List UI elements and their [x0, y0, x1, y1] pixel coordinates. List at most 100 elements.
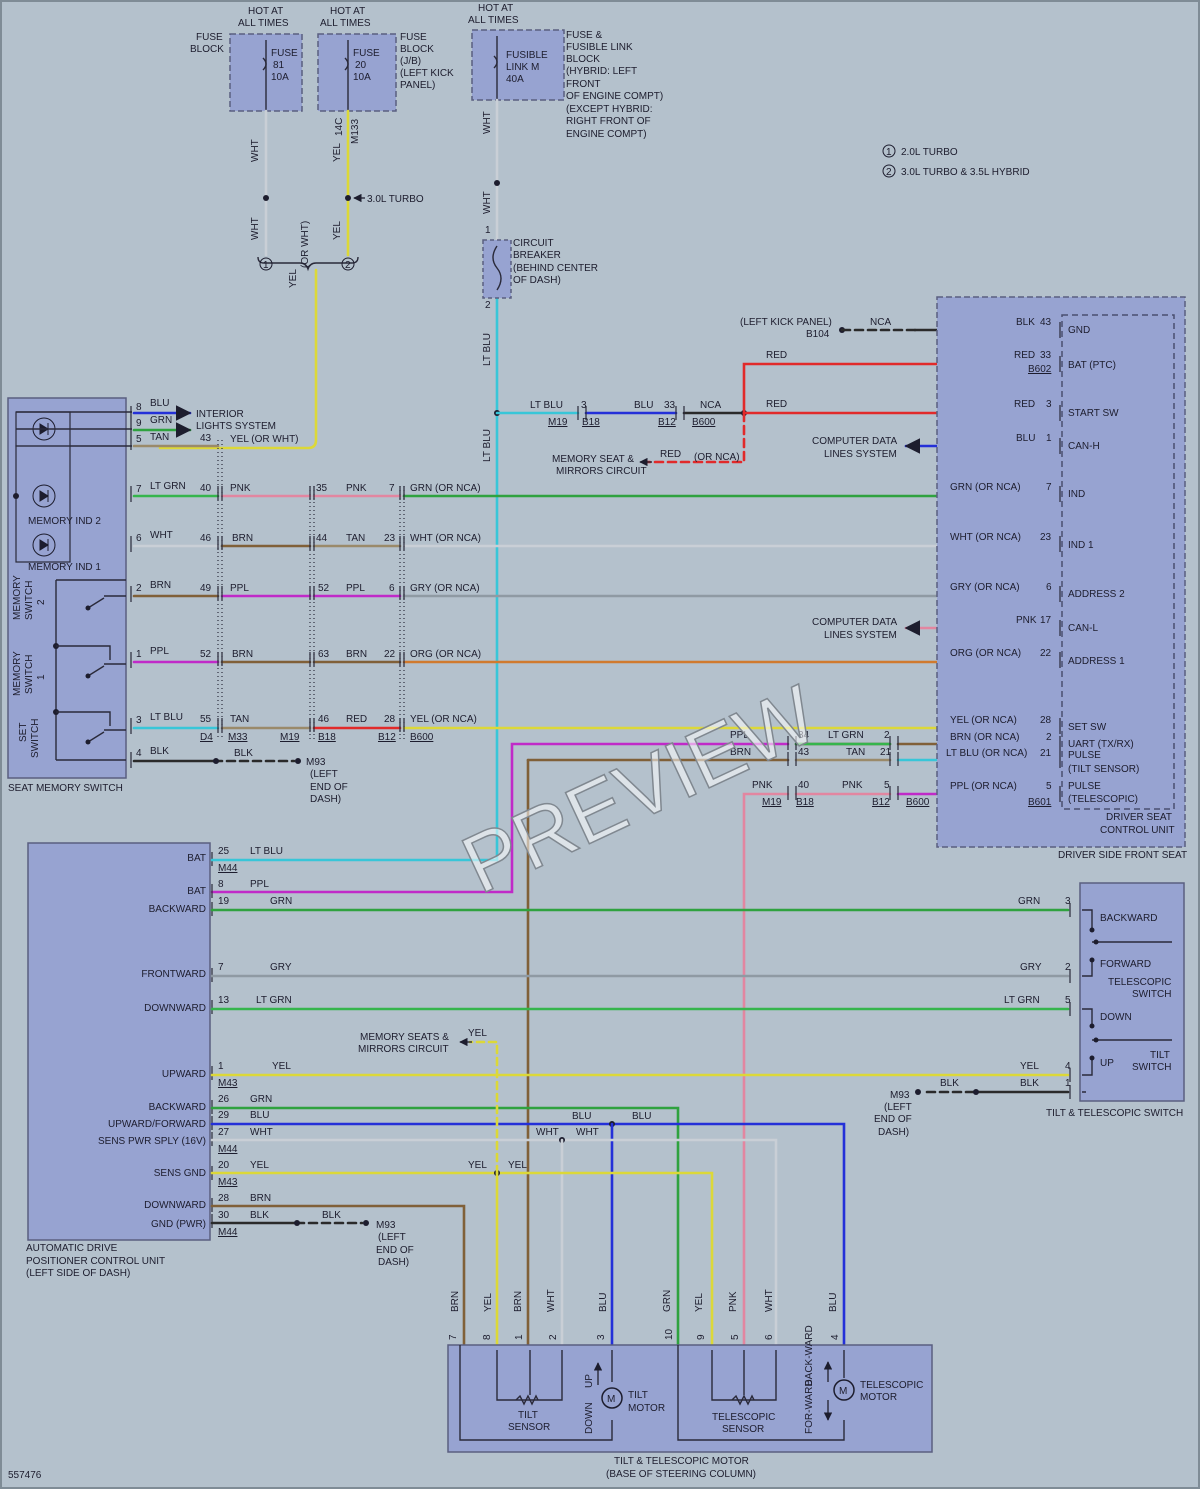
- svg-text:9: 9: [136, 418, 142, 429]
- svg-text:PPL: PPL: [230, 583, 249, 594]
- svg-text:(OR WHT): (OR WHT): [300, 221, 311, 268]
- svg-text:44: 44: [316, 533, 328, 544]
- driver-seat-control-unit: DRIVER SEAT CONTROL UNIT DRIVER SIDE FRO…: [936, 296, 1187, 861]
- svg-text:YEL (OR NCA): YEL (OR NCA): [410, 714, 477, 725]
- svg-text:BACK-WARD: BACK-WARD: [804, 1325, 815, 1386]
- svg-text:GRY: GRY: [270, 962, 292, 973]
- svg-text:LINK M: LINK M: [506, 62, 539, 73]
- svg-text:(HYBRID: LEFT: (HYBRID: LEFT: [566, 66, 637, 77]
- svg-text:LT GRN: LT GRN: [256, 995, 292, 1006]
- svg-text:2: 2: [548, 1334, 559, 1340]
- svg-text:BLOCK: BLOCK: [400, 44, 434, 55]
- svg-text:BLOCK: BLOCK: [566, 54, 600, 65]
- svg-text:YEL: YEL: [288, 269, 299, 288]
- svg-text:9: 9: [696, 1334, 707, 1340]
- auto-drive-positioner-unit: AUTOMATIC DRIVE POSITIONER CONTROL UNIT …: [26, 842, 292, 1279]
- svg-text:1: 1: [485, 225, 491, 236]
- svg-text:LINES SYSTEM: LINES SYSTEM: [824, 630, 897, 641]
- svg-text:LT BLU: LT BLU: [482, 429, 493, 462]
- svg-text:ORG (OR NCA): ORG (OR NCA): [950, 648, 1021, 659]
- svg-text:LIGHTS SYSTEM: LIGHTS SYSTEM: [196, 421, 276, 432]
- svg-text:PNK: PNK: [842, 780, 863, 791]
- svg-text:PPL (OR NCA): PPL (OR NCA): [950, 781, 1017, 792]
- svg-text:17: 17: [1040, 615, 1052, 626]
- svg-text:GRY (OR NCA): GRY (OR NCA): [950, 582, 1020, 593]
- svg-text:ENGINE COMPT): ENGINE COMPT): [566, 129, 647, 140]
- svg-text:RIGHT FRONT OF: RIGHT FRONT OF: [566, 116, 651, 127]
- svg-text:BLU: BLU: [150, 398, 169, 409]
- svg-text:FRONTWARD: FRONTWARD: [141, 969, 206, 980]
- svg-text:ALL TIMES: ALL TIMES: [468, 15, 519, 26]
- svg-text:33: 33: [1040, 350, 1052, 361]
- svg-text:YEL (OR NCA): YEL (OR NCA): [950, 715, 1017, 726]
- svg-text:TILT: TILT: [518, 1410, 538, 1421]
- svg-text:5: 5: [136, 434, 142, 445]
- svg-text:13: 13: [218, 995, 230, 1006]
- svg-text:3: 3: [581, 400, 587, 411]
- svg-text:BLU: BLU: [1016, 433, 1035, 444]
- svg-text:B12: B12: [658, 417, 676, 428]
- svg-text:6: 6: [136, 533, 142, 544]
- svg-text:BLU: BLU: [632, 1111, 651, 1122]
- svg-text:2: 2: [485, 300, 491, 311]
- svg-text:SEAT MEMORY SWITCH: SEAT MEMORY SWITCH: [8, 783, 123, 794]
- svg-text:WHT: WHT: [250, 139, 261, 162]
- svg-text:BAT: BAT: [187, 853, 206, 864]
- svg-text:3: 3: [136, 715, 142, 726]
- svg-text:M133: M133: [350, 119, 361, 144]
- svg-text:M19: M19: [548, 417, 568, 428]
- svg-text:52: 52: [318, 583, 330, 594]
- svg-text:GRN: GRN: [250, 1094, 272, 1105]
- svg-text:4: 4: [830, 1334, 841, 1340]
- svg-text:RED: RED: [660, 449, 681, 460]
- svg-text:WHT (OR NCA): WHT (OR NCA): [410, 533, 481, 544]
- tilt-telescopic-motor: TILT & TELESCOPIC MOTOR (BASE OF STEERIN…: [447, 1289, 933, 1480]
- svg-text:B18: B18: [796, 797, 814, 808]
- svg-text:BRN: BRN: [513, 1291, 524, 1312]
- seat-memory-switch: SEAT MEMORY SWITCH MEMORY IND 2 MEMORY I…: [7, 397, 186, 794]
- svg-text:TAN: TAN: [846, 747, 865, 758]
- svg-text:GRN: GRN: [270, 896, 292, 907]
- svg-text:MEMORY IND 1: MEMORY IND 1: [28, 562, 101, 573]
- svg-text:WHT: WHT: [250, 1127, 273, 1138]
- svg-text:1: 1: [263, 260, 269, 271]
- svg-text:FUSE: FUSE: [271, 48, 298, 59]
- svg-text:3.0L TURBO: 3.0L TURBO: [367, 194, 424, 205]
- svg-text:19: 19: [218, 896, 230, 907]
- svg-text:BLK: BLK: [1020, 1078, 1039, 1089]
- svg-text:GRN: GRN: [150, 415, 172, 426]
- svg-text:(LEFT: (LEFT: [884, 1102, 912, 1113]
- svg-text:7: 7: [389, 483, 395, 494]
- svg-text:6: 6: [764, 1334, 775, 1340]
- svg-text:1: 1: [218, 1061, 224, 1072]
- svg-text:PPL: PPL: [250, 879, 269, 890]
- svg-text:PNK: PNK: [1016, 615, 1037, 626]
- svg-text:52: 52: [200, 649, 212, 660]
- svg-text:2: 2: [136, 583, 142, 594]
- svg-text:CAN-L: CAN-L: [1068, 623, 1098, 634]
- svg-text:22: 22: [1040, 648, 1052, 659]
- svg-text:CONTROL UNIT: CONTROL UNIT: [1100, 825, 1175, 836]
- svg-text:RED: RED: [766, 399, 787, 410]
- svg-text:1: 1: [136, 649, 142, 660]
- svg-text:3: 3: [1046, 399, 1052, 410]
- svg-text:(TELESCOPIC): (TELESCOPIC): [1068, 794, 1138, 805]
- svg-text:UPWARD: UPWARD: [162, 1069, 206, 1080]
- svg-text:MEMORY SEATS &: MEMORY SEATS &: [360, 1032, 449, 1043]
- svg-text:OF ENGINE COMPT): OF ENGINE COMPT): [566, 91, 663, 102]
- svg-text:MEMORY SEAT &: MEMORY SEAT &: [552, 454, 634, 465]
- svg-text:B602: B602: [1028, 364, 1052, 375]
- svg-text:7: 7: [448, 1334, 459, 1340]
- svg-text:BLK: BLK: [322, 1210, 341, 1221]
- svg-text:23: 23: [384, 533, 396, 544]
- svg-text:BLOCK: BLOCK: [190, 44, 224, 55]
- svg-text:GRN (OR NCA): GRN (OR NCA): [410, 483, 481, 494]
- svg-text:M44: M44: [218, 1227, 238, 1238]
- svg-text:BRN (OR NCA): BRN (OR NCA): [950, 732, 1019, 743]
- svg-text:BRN: BRN: [730, 747, 751, 758]
- svg-text:B104: B104: [806, 329, 830, 340]
- svg-text:B18: B18: [318, 732, 336, 743]
- svg-text:NCA: NCA: [700, 400, 721, 411]
